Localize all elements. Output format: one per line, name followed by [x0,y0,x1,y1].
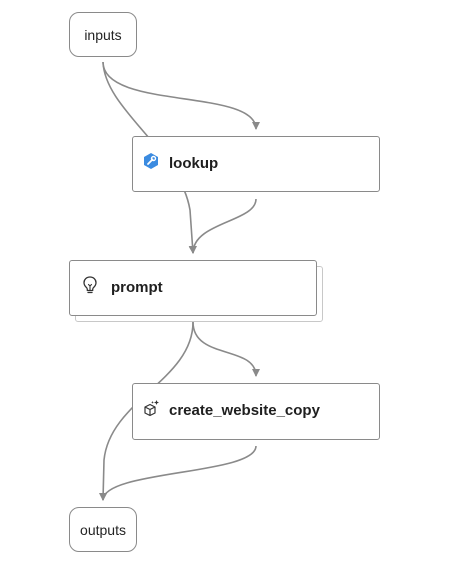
node-create-website-copy[interactable]: create_website_copy [132,383,380,440]
edge-lookup-to-prompt [189,198,257,254]
llm-sparkle-icon [143,399,161,417]
edge-create-website-copy-to-outputs [99,445,257,501]
node-lookup-label: lookup [169,155,219,172]
node-inputs[interactable]: inputs [69,12,137,57]
node-outputs[interactable]: outputs [69,507,137,552]
edge-prompt-to-create-website-copy [192,321,260,377]
node-outputs-label: outputs [80,521,126,538]
lightbulb-icon [81,275,99,295]
node-lookup[interactable]: lookup [132,136,380,192]
node-prompt-label: prompt [111,279,163,296]
edge-inputs-to-lookup [102,61,260,130]
node-create-website-copy-label: create_website_copy [169,402,320,419]
python-tool-icon [142,152,160,170]
node-inputs-label: inputs [84,26,122,43]
node-prompt[interactable]: prompt [69,260,317,316]
